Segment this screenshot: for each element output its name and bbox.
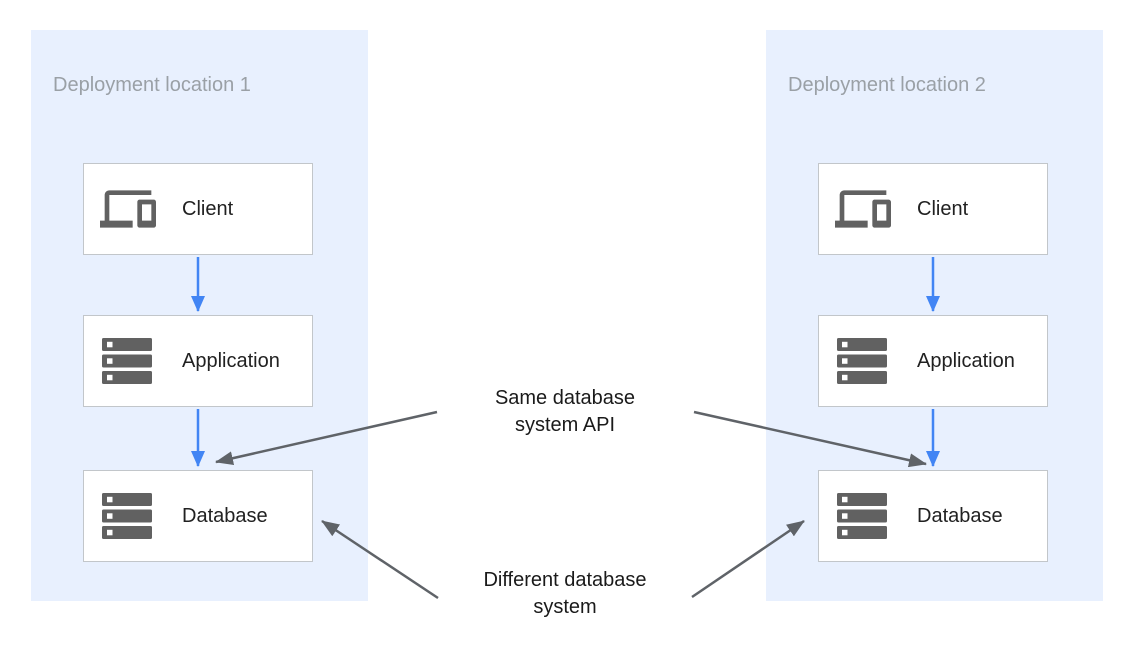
node-database: Database bbox=[818, 470, 1048, 562]
node-label: Client bbox=[182, 197, 234, 220]
devices-icon bbox=[100, 181, 156, 237]
server-stack-icon bbox=[100, 333, 156, 389]
server-stack-icon bbox=[100, 488, 156, 544]
node-application: Application bbox=[818, 315, 1048, 407]
node-label: Client bbox=[917, 197, 969, 220]
node-label: Database bbox=[917, 504, 1003, 527]
deployment-panel-1: Deployment location 1 Client bbox=[31, 30, 368, 601]
annotation-same-database-system-api: Same database system API bbox=[494, 387, 636, 436]
panel-title: Deployment location 2 bbox=[788, 74, 986, 96]
node-label: Application bbox=[917, 349, 1015, 372]
node-label: Database bbox=[182, 504, 268, 527]
panel-title: Deployment location 1 bbox=[53, 74, 251, 96]
node-application: Application bbox=[83, 315, 313, 407]
server-stack-icon bbox=[835, 488, 891, 544]
deployment-panel-2: Deployment location 2 Client bbox=[766, 30, 1103, 601]
node-label: Application bbox=[182, 349, 280, 372]
node-client: Client bbox=[83, 163, 313, 255]
server-stack-icon bbox=[835, 333, 891, 389]
node-client: Client bbox=[818, 163, 1048, 255]
annotation-different-database-system: Different database system bbox=[483, 569, 647, 618]
devices-icon bbox=[835, 181, 891, 237]
node-database: Database bbox=[83, 470, 313, 562]
